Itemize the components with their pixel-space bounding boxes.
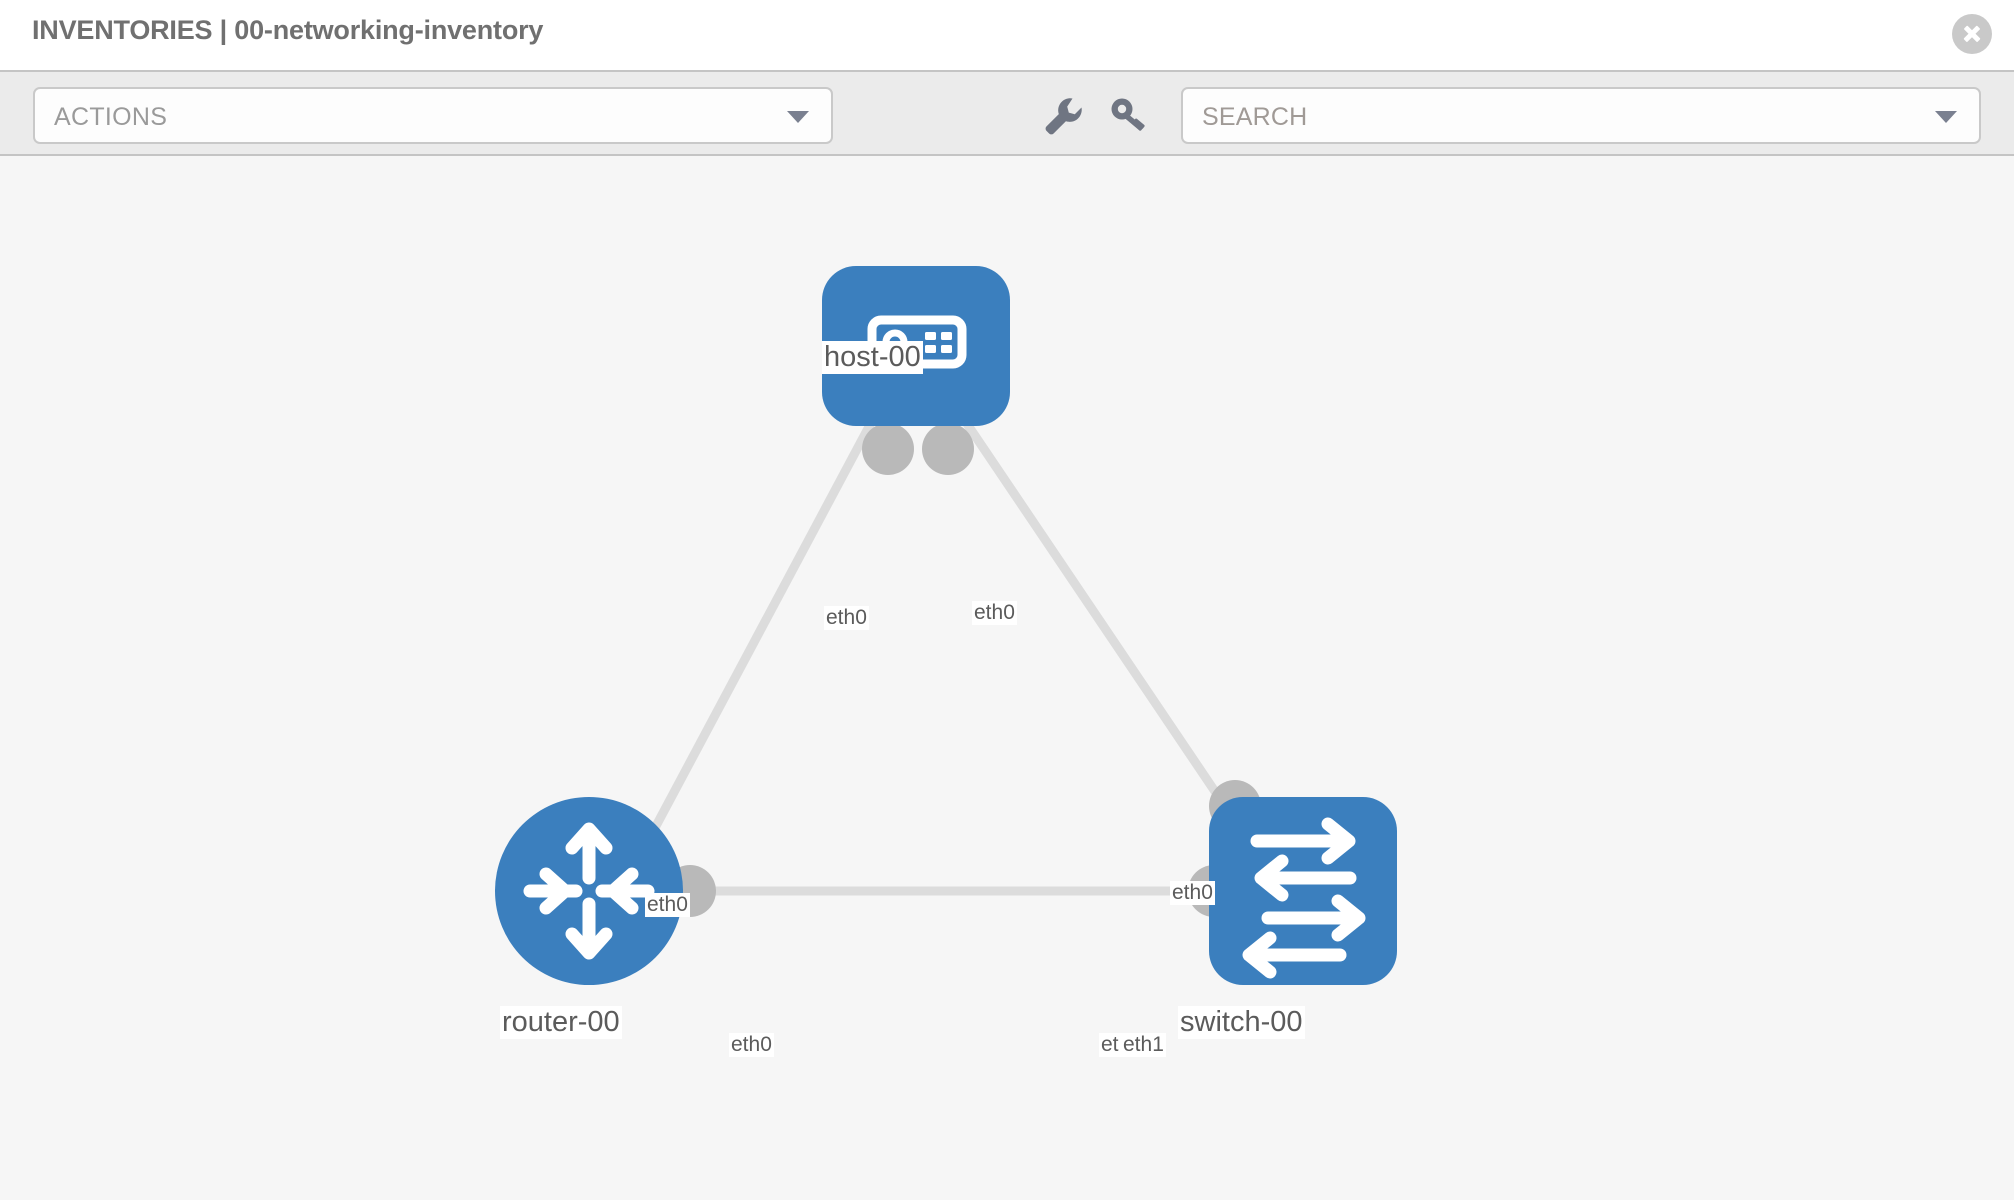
- node-label-router-00: router-00: [500, 1006, 622, 1039]
- edge-label-switch-uplink-eth0: eth0: [1170, 881, 1215, 905]
- edge-host-router: [636, 403, 884, 859]
- edge-label-switch-eth1: eth1: [1121, 1033, 1166, 1057]
- wrench-icon[interactable]: [1040, 94, 1084, 136]
- page-title: INVENTORIES | 00-networking-inventory: [32, 15, 544, 45]
- edge-host-switch: [951, 403, 1249, 839]
- topology-canvas[interactable]: host-00 router-00 switch-00 eth0 eth0 et…: [0, 156, 2014, 1200]
- topology-graph: [495, 266, 1397, 985]
- search-placeholder: SEARCH: [1202, 103, 1308, 131]
- edge-label-host-eth0-left: eth0: [824, 606, 869, 630]
- search-input[interactable]: SEARCH: [1181, 87, 1981, 144]
- connector-host-eth0-right: [922, 423, 974, 475]
- actions-dropdown[interactable]: ACTIONS: [33, 87, 833, 144]
- router-arrows-icon: [523, 822, 655, 960]
- node-router-00: [495, 797, 683, 985]
- node-switch-00: [1209, 797, 1397, 985]
- chevron-down-icon: [787, 110, 809, 123]
- node-label-host-00: host-00: [822, 341, 923, 374]
- switch-arrows-icon: [1242, 817, 1366, 979]
- close-icon[interactable]: [1952, 14, 1992, 54]
- graph-connectors: [664, 423, 1261, 917]
- page-header: INVENTORIES | 00-networking-inventory: [0, 0, 2014, 70]
- graph-edges: [636, 403, 1249, 896]
- edge-label-switch-eth-partial: et: [1099, 1033, 1121, 1057]
- edge-label-router-eth0: eth0: [729, 1033, 774, 1057]
- toolbar: ACTIONS SEARCH: [0, 70, 2014, 156]
- edge-label-router-uplink-eth0: eth0: [645, 893, 690, 917]
- connector-host-eth0-left: [862, 423, 914, 475]
- key-icon[interactable]: [1108, 94, 1152, 136]
- chevron-down-icon[interactable]: [1935, 110, 1957, 123]
- node-label-switch-00: switch-00: [1178, 1006, 1305, 1039]
- actions-dropdown-label: ACTIONS: [54, 103, 168, 131]
- edge-label-host-eth0-right: eth0: [972, 601, 1017, 625]
